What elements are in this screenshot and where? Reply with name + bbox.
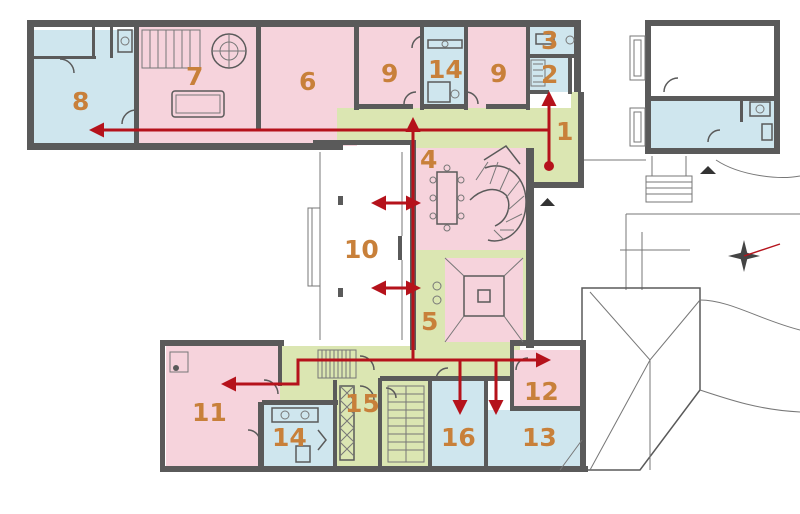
room-label-11: 11: [192, 398, 227, 427]
room-label-14a: 14: [428, 55, 463, 84]
compass-icon: [728, 240, 781, 272]
room-label-8: 8: [72, 87, 89, 116]
room-label-9a: 9: [381, 59, 398, 88]
room-1-fill: [337, 92, 581, 186]
annex-top-fill: [650, 24, 774, 98]
room-label-3: 3: [541, 26, 558, 55]
room-7-fill: [137, 26, 259, 146]
room-10-fill: [320, 152, 402, 340]
details: [59, 29, 800, 471]
room-9a-fill: [357, 26, 423, 108]
annex-bottom-fill: [650, 100, 774, 150]
room-9b-fill: [467, 26, 529, 108]
room-label-2: 2: [541, 60, 558, 89]
room-5-core: [445, 258, 523, 342]
room-label-10: 10: [344, 235, 379, 264]
circulation-routes: [89, 91, 557, 415]
entrance-point: [544, 161, 554, 171]
room-label-6: 6: [299, 67, 316, 96]
room-label-4: 4: [420, 145, 437, 174]
room-label-12: 12: [524, 377, 559, 406]
room-label-15: 15: [345, 389, 380, 418]
room-label-13: 13: [522, 423, 557, 452]
room-label-7: 7: [186, 62, 203, 91]
walls: [27, 20, 780, 472]
room-label-1: 1: [556, 117, 573, 146]
room-16-fill: [430, 380, 486, 466]
room-3-fill: [529, 26, 581, 56]
room-label-16: 16: [441, 423, 476, 452]
room-label-5: 5: [421, 307, 438, 336]
room-8-fill: [33, 30, 137, 146]
room-label-9b: 9: [490, 59, 507, 88]
room-13-fill: [486, 410, 582, 466]
room-fills: [33, 24, 774, 466]
room-numbers: 1 2 3 4 5 6 7 8 9 9 10 11 12 13 14 14 15…: [72, 26, 573, 452]
room-label-14b: 14: [272, 423, 307, 452]
